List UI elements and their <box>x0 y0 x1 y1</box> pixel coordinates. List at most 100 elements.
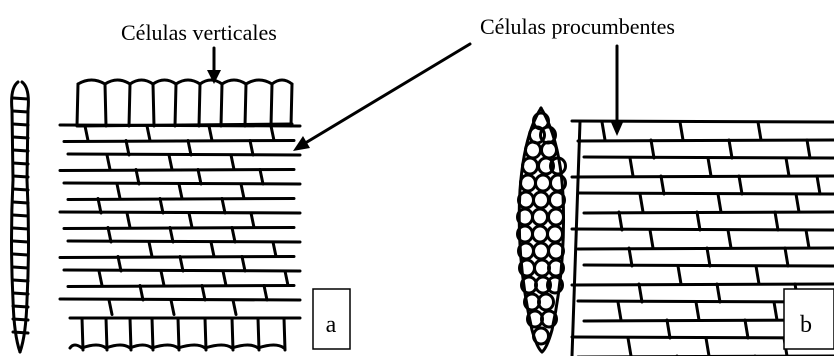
cell-wall <box>584 265 834 266</box>
cell-wall <box>152 318 153 350</box>
cell-wall <box>775 212 778 230</box>
cell-wall <box>68 154 300 155</box>
cell-wall <box>817 176 820 194</box>
cell-wall <box>232 318 233 350</box>
tangential-ray-b <box>518 108 566 352</box>
cell-wall <box>728 230 731 248</box>
cell-wall <box>241 184 244 199</box>
vertical-cells-label: Células verticales <box>121 20 277 45</box>
cell-wall <box>807 140 810 158</box>
cell-wall <box>169 155 172 170</box>
cell-wall <box>13 267 28 268</box>
cell-wall <box>245 84 246 126</box>
procumbent-cells-a <box>60 125 300 315</box>
cell-wall <box>697 212 700 230</box>
cell-wall <box>60 257 294 258</box>
cell-wall <box>650 230 653 248</box>
cell-wall <box>630 158 633 176</box>
cell-wall <box>64 141 294 142</box>
ray-cell <box>534 243 549 259</box>
cell-wall <box>260 170 263 185</box>
cell-wall <box>13 228 28 229</box>
panel-b: b <box>518 108 834 356</box>
cell-wall <box>68 241 300 242</box>
cell-wall <box>202 286 205 301</box>
ray-cell <box>523 158 538 174</box>
ray-cell <box>534 192 549 208</box>
cell-wall <box>70 345 284 348</box>
cell-wall <box>13 241 28 242</box>
cell-wall <box>264 286 267 301</box>
cell-wall <box>13 176 28 177</box>
cell-wall <box>806 230 809 248</box>
cell-wall <box>60 125 300 126</box>
cell-wall <box>13 306 28 307</box>
cell-wall <box>696 302 699 320</box>
cell-wall <box>285 271 288 286</box>
cell-wall <box>13 332 28 333</box>
cell-wall <box>602 122 605 140</box>
ray-cell <box>534 328 549 344</box>
cell-wall <box>78 80 292 84</box>
cell-wall <box>796 194 799 212</box>
cell-wall <box>64 183 300 184</box>
cell-wall <box>221 84 222 126</box>
tangential-cells-b <box>518 113 566 344</box>
upright-cells-bottom <box>70 318 300 350</box>
ray-cell <box>521 175 536 191</box>
cell-wall <box>13 189 28 190</box>
cell-wall <box>717 284 720 302</box>
cell-wall <box>680 122 683 140</box>
cell-wall <box>745 320 748 338</box>
cell-wall <box>786 158 789 176</box>
cell-wall <box>175 84 176 126</box>
cell-wall <box>584 212 834 213</box>
cell-wall <box>85 126 88 141</box>
ray-cell <box>549 209 564 225</box>
cell-wall <box>222 199 225 214</box>
cell-wall <box>171 300 174 315</box>
cell-wall <box>233 300 236 315</box>
cell-wall <box>170 228 173 243</box>
cell-wall <box>189 213 192 228</box>
procumbent-cells-label: Células procumbentes <box>480 14 675 39</box>
cell-wall <box>729 140 732 158</box>
cell-wall <box>271 84 272 126</box>
cell-wall <box>129 84 130 126</box>
cell-wall <box>572 121 834 122</box>
cell-wall <box>291 84 292 126</box>
cell-wall <box>117 184 120 199</box>
cell-wall <box>13 215 28 216</box>
cell-wall <box>629 248 632 266</box>
cell-wall <box>68 286 294 287</box>
panel-a: a <box>12 80 351 352</box>
cell-wall <box>678 266 681 284</box>
cell-wall <box>64 228 294 229</box>
cell-wall <box>107 155 110 170</box>
cell-wall <box>161 271 164 286</box>
cell-wall <box>149 242 152 257</box>
cell-wall <box>127 213 130 228</box>
cell-wall <box>130 318 131 350</box>
panel-b-letter: b <box>800 312 812 338</box>
cell-wall <box>232 228 235 243</box>
cell-wall <box>13 111 28 112</box>
cell-wall <box>628 338 631 356</box>
cell-wall <box>785 248 788 266</box>
cell-wall <box>572 176 834 177</box>
cell-wall <box>105 84 106 126</box>
cell-wall <box>178 318 179 350</box>
procumbent-cells-arrow-a <box>293 44 470 151</box>
cell-wall <box>273 242 276 257</box>
cell-wall <box>153 84 154 126</box>
cell-wall <box>13 254 28 255</box>
cell-wall <box>99 271 102 286</box>
cell-wall <box>258 318 259 350</box>
cell-wall <box>147 126 150 141</box>
cell-wall <box>188 141 191 156</box>
cell-wall <box>639 284 642 302</box>
cell-wall <box>198 170 201 185</box>
cell-wall <box>578 140 834 141</box>
cell-wall <box>13 137 28 138</box>
